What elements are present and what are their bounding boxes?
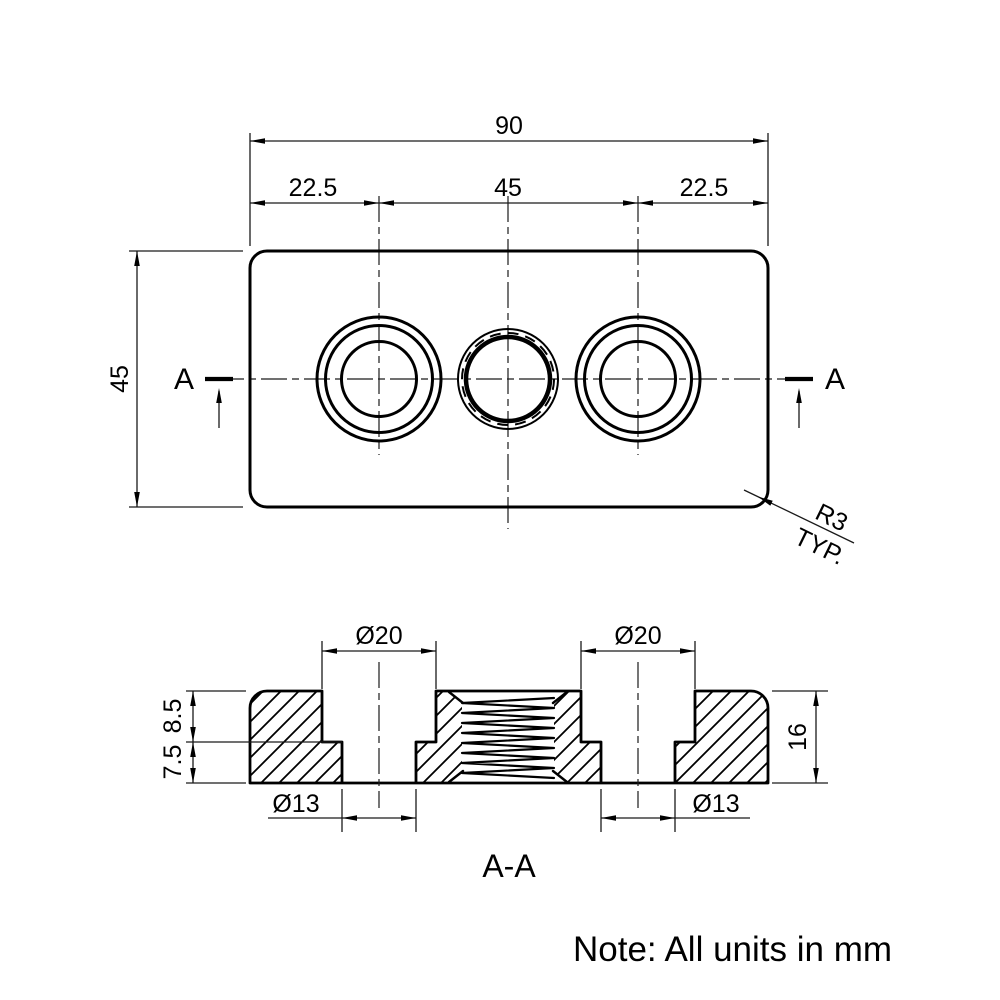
counterbored-hole-right xyxy=(574,315,702,443)
dim-hole-diameter-left: Ø13 xyxy=(272,790,319,818)
centerlines xyxy=(218,196,800,529)
section-title: A-A xyxy=(482,848,536,884)
dim-cb-diameter-left: Ø20 xyxy=(355,622,402,650)
section-material-hatch xyxy=(250,691,768,783)
counterbored-hole-left xyxy=(315,315,443,443)
dim-overall-width: 90 xyxy=(495,112,523,140)
thread-chamfers xyxy=(447,690,569,784)
dim-height: 45 xyxy=(106,365,134,393)
section-centerlines xyxy=(378,662,639,808)
section-marker-a-left: A xyxy=(174,363,194,396)
dim-hole-depth: 7.5 xyxy=(159,745,187,780)
section-marker-a-right: A xyxy=(825,363,845,396)
plate-outline xyxy=(248,249,770,509)
thread-profile xyxy=(460,696,556,780)
dim-cb-depth: 8.5 xyxy=(159,699,187,734)
dim-cb-diameter-right: Ø20 xyxy=(614,622,661,650)
section-view: Ø20 Ø20 8.5 7.5 Ø13 Ø13 16 A-A xyxy=(159,622,828,884)
dim-left-offset: 22.5 xyxy=(289,174,338,202)
top-view: 90 22.5 45 22.5 45 A A R3 TYP. xyxy=(106,112,855,571)
dim-right-offset: 22.5 xyxy=(680,174,729,202)
dim-center-spacing: 45 xyxy=(494,174,522,202)
section-arrowheads xyxy=(190,648,819,821)
top-view-arrowheads xyxy=(134,138,802,507)
units-note: Note: All units in mm xyxy=(573,930,892,969)
dim-thickness: 16 xyxy=(784,723,812,751)
threaded-hole xyxy=(457,328,559,430)
dim-hole-diameter-right: Ø13 xyxy=(692,790,739,818)
